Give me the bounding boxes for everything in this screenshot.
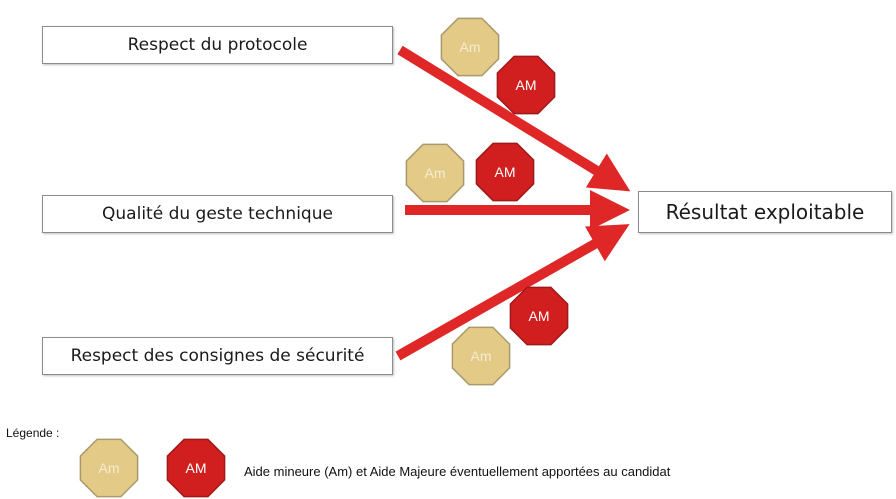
arrow-securite — [395, 224, 630, 361]
svg-text:Am: Am — [471, 348, 492, 364]
badge-am-minor-securite: Am — [451, 326, 511, 386]
svg-text:Am: Am — [425, 165, 446, 181]
box-consignes-securite: Respect des consignes de sécurité — [42, 337, 393, 375]
svg-text:AM: AM — [495, 164, 516, 180]
arrow-protocole — [397, 45, 631, 192]
badge-am-major-geste: AM — [475, 142, 535, 202]
badge-am-minor-protocole: Am — [440, 17, 500, 77]
badge-am-major-protocole: AM — [496, 55, 556, 115]
svg-text:AM: AM — [516, 77, 537, 93]
svg-text:AM: AM — [186, 460, 207, 476]
box-resultat-exploitable-label: Résultat exploitable — [665, 200, 865, 224]
badge-am-major-securite: AM — [509, 286, 569, 346]
box-resultat-exploitable: Résultat exploitable — [638, 191, 892, 233]
legend-title: Légende : — [6, 426, 60, 440]
legend-badge-am-major: AM — [166, 438, 226, 498]
badge-am-minor-geste: Am — [405, 143, 465, 203]
svg-text:Am: Am — [99, 460, 120, 476]
legend-description: Aide mineure (Am) et Aide Majeure éventu… — [244, 464, 671, 479]
box-qualite-geste: Qualité du geste technique — [42, 195, 393, 233]
box-respect-protocole-label: Respect du protocole — [127, 35, 308, 55]
svg-text:Am: Am — [460, 39, 481, 55]
svg-text:AM: AM — [529, 308, 550, 324]
legend-badge-am-minor: Am — [79, 438, 139, 498]
box-consignes-securite-label: Respect des consignes de sécurité — [70, 346, 365, 366]
box-respect-protocole: Respect du protocole — [42, 26, 393, 64]
box-qualite-geste-label: Qualité du geste technique — [102, 204, 333, 224]
